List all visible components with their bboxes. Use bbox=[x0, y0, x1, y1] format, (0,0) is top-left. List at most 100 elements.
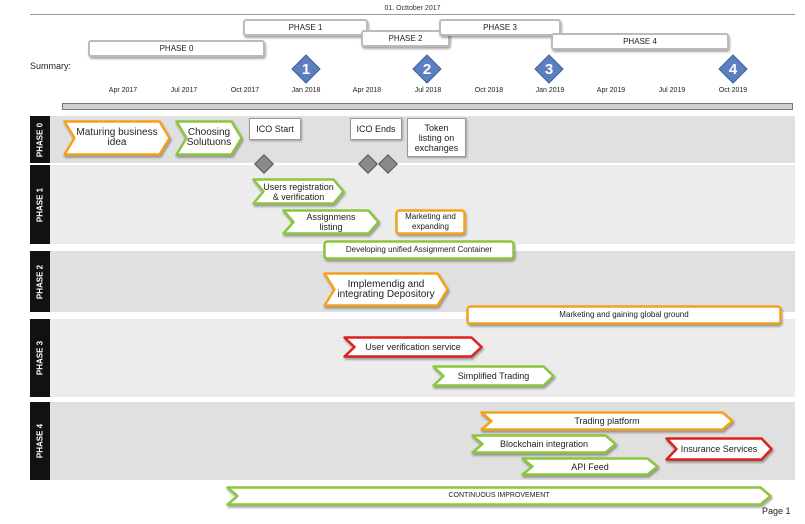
task-outline bbox=[323, 240, 515, 260]
task-outline bbox=[665, 437, 773, 461]
axis-tick-label: Apr 2019 bbox=[596, 87, 626, 94]
axis-tick-label: Jul 2017 bbox=[170, 87, 198, 94]
task-shape bbox=[175, 120, 243, 156]
axis-tick-label: Apr 2017 bbox=[108, 87, 138, 94]
axis-tick-label: Jul 2019 bbox=[658, 87, 686, 94]
task-shape bbox=[521, 457, 659, 476]
row-band-phase-3 bbox=[30, 319, 795, 397]
task-label: Developing unified Assignment Container bbox=[345, 245, 493, 254]
summary-phase-label: PHASE 3 bbox=[483, 23, 517, 32]
task-outline bbox=[471, 434, 617, 454]
task-label: Trading platform bbox=[574, 416, 640, 426]
task-shape bbox=[432, 365, 555, 387]
callout-ico-start[interactable]: ICO Start bbox=[249, 118, 301, 140]
task-outline bbox=[282, 209, 380, 235]
task-users-registration[interactable]: Users registration & verification bbox=[251, 177, 346, 206]
current-date-label: 01. Octtober 2017 bbox=[384, 5, 441, 12]
row-label-phase-1: PHASE 1 bbox=[30, 165, 50, 244]
task-unified-container[interactable]: Developing unified Assignment Container bbox=[322, 239, 516, 261]
task-label: Simplified Trading bbox=[457, 371, 530, 381]
axis-tick-label: Apr 2018 bbox=[352, 87, 382, 94]
milestone-number: 3 bbox=[544, 60, 554, 78]
task-label: Users registration & verification bbox=[263, 181, 334, 202]
task-label: Maturing business idea bbox=[76, 127, 158, 148]
task-shape bbox=[471, 434, 617, 454]
row-label-text: PHASE 0 bbox=[35, 122, 45, 157]
summary-phase-4[interactable]: PHASE 4 bbox=[551, 33, 729, 50]
task-label: Implemendig and integrating Depository bbox=[337, 278, 435, 300]
task-outline bbox=[175, 120, 243, 156]
milestone-diamond-icon bbox=[718, 54, 748, 84]
task-outline bbox=[323, 272, 449, 307]
task-label: Marketing and gaining global ground bbox=[559, 310, 689, 319]
callout-ico-ends[interactable]: ICO Ends bbox=[350, 118, 402, 140]
task-outline bbox=[521, 457, 659, 476]
task-shape bbox=[282, 209, 380, 235]
row-label-text: PHASE 3 bbox=[35, 340, 45, 376]
task-label: Choosing Solutuons bbox=[186, 127, 232, 148]
task-outline bbox=[63, 120, 171, 156]
task-simplified-trading[interactable]: Simplified Trading bbox=[431, 364, 556, 388]
milestone-4[interactable]: 4 bbox=[718, 54, 748, 84]
timeline-top-line bbox=[30, 14, 795, 15]
task-marketing-expanding[interactable]: Marketing and expanding bbox=[394, 208, 467, 236]
summary-label: Summary: bbox=[30, 61, 72, 71]
task-trading-platform[interactable]: Trading platform bbox=[479, 410, 735, 432]
axis-tick-label: Jan 2018 bbox=[291, 87, 321, 94]
page-number: Page 1 bbox=[762, 506, 791, 516]
task-marketing-global[interactable]: Marketing and gaining global ground bbox=[465, 304, 783, 326]
milestone-3[interactable]: 3 bbox=[534, 54, 564, 84]
summary-phase-0[interactable]: PHASE 0 bbox=[88, 40, 265, 57]
task-choosing-solutions[interactable]: Choosing Solutuons bbox=[174, 119, 244, 157]
summary-phase-3[interactable]: PHASE 3 bbox=[439, 19, 561, 36]
summary-phase-label: PHASE 0 bbox=[159, 44, 194, 53]
milestone-2[interactable]: 2 bbox=[412, 54, 442, 84]
summary-phase-2[interactable]: PHASE 2 bbox=[361, 30, 450, 47]
task-outline bbox=[432, 365, 555, 387]
summary-phase-label: PHASE 2 bbox=[388, 34, 423, 43]
task-shape bbox=[323, 272, 449, 307]
task-shape bbox=[466, 305, 782, 325]
task-shape bbox=[63, 120, 171, 156]
task-label: CONTINUOUS IMPROVEMENT bbox=[448, 492, 550, 499]
task-api-feed[interactable]: API Feed bbox=[520, 456, 660, 477]
task-label: Marketing and expanding bbox=[405, 212, 456, 231]
summary-phase-label: PHASE 4 bbox=[623, 37, 657, 46]
task-continuous-improvement[interactable]: CONTINUOUS IMPROVEMENT bbox=[225, 485, 773, 507]
axis-tick-label: Oct 2019 bbox=[718, 87, 748, 94]
milestone-diamond-icon bbox=[534, 54, 564, 84]
task-label: User verification service bbox=[365, 342, 461, 352]
task-assignmens-listing[interactable]: Assignmens listing bbox=[281, 208, 381, 236]
task-shape bbox=[343, 336, 483, 358]
row-label-text: PHASE 1 bbox=[35, 187, 45, 222]
task-shape bbox=[226, 486, 772, 506]
task-user-verification[interactable]: User verification service bbox=[342, 335, 484, 359]
row-label-phase-3: PHASE 3 bbox=[30, 319, 50, 397]
task-shape bbox=[395, 209, 466, 235]
task-maturing-business-idea[interactable]: Maturing business idea bbox=[62, 119, 172, 157]
axis-tick-label: Oct 2018 bbox=[474, 87, 504, 94]
milestone-number: 1 bbox=[301, 60, 311, 78]
task-depository[interactable]: Implemendig and integrating Depository bbox=[322, 271, 450, 308]
task-label: Blockchain integration bbox=[499, 439, 589, 449]
row-label-phase-4: PHASE 4 bbox=[30, 402, 50, 480]
milestone-diamond-icon bbox=[291, 54, 321, 84]
task-label: Assignmens listing bbox=[306, 212, 356, 232]
milestone-number: 2 bbox=[422, 60, 432, 78]
task-shape bbox=[665, 437, 773, 461]
summary-phase-1[interactable]: PHASE 1 bbox=[243, 19, 368, 36]
task-insurance-services[interactable]: Insurance Services bbox=[664, 436, 774, 462]
summary-phase-label: PHASE 1 bbox=[288, 23, 323, 32]
task-blockchain-integration[interactable]: Blockchain integration bbox=[470, 433, 618, 455]
timeline-axis-bar bbox=[62, 103, 793, 110]
task-outline bbox=[466, 305, 782, 325]
task-label: Insurance Services bbox=[680, 444, 758, 454]
milestone-number: 4 bbox=[728, 60, 738, 78]
task-shape bbox=[252, 178, 345, 205]
task-outline bbox=[480, 411, 734, 431]
callout-token-listing[interactable]: Token listing on exchanges bbox=[407, 118, 466, 157]
task-label: API Feed bbox=[571, 461, 609, 472]
milestone-1[interactable]: 1 bbox=[291, 54, 321, 84]
task-outline bbox=[252, 178, 345, 205]
axis-tick-label: Jan 2019 bbox=[535, 87, 565, 94]
